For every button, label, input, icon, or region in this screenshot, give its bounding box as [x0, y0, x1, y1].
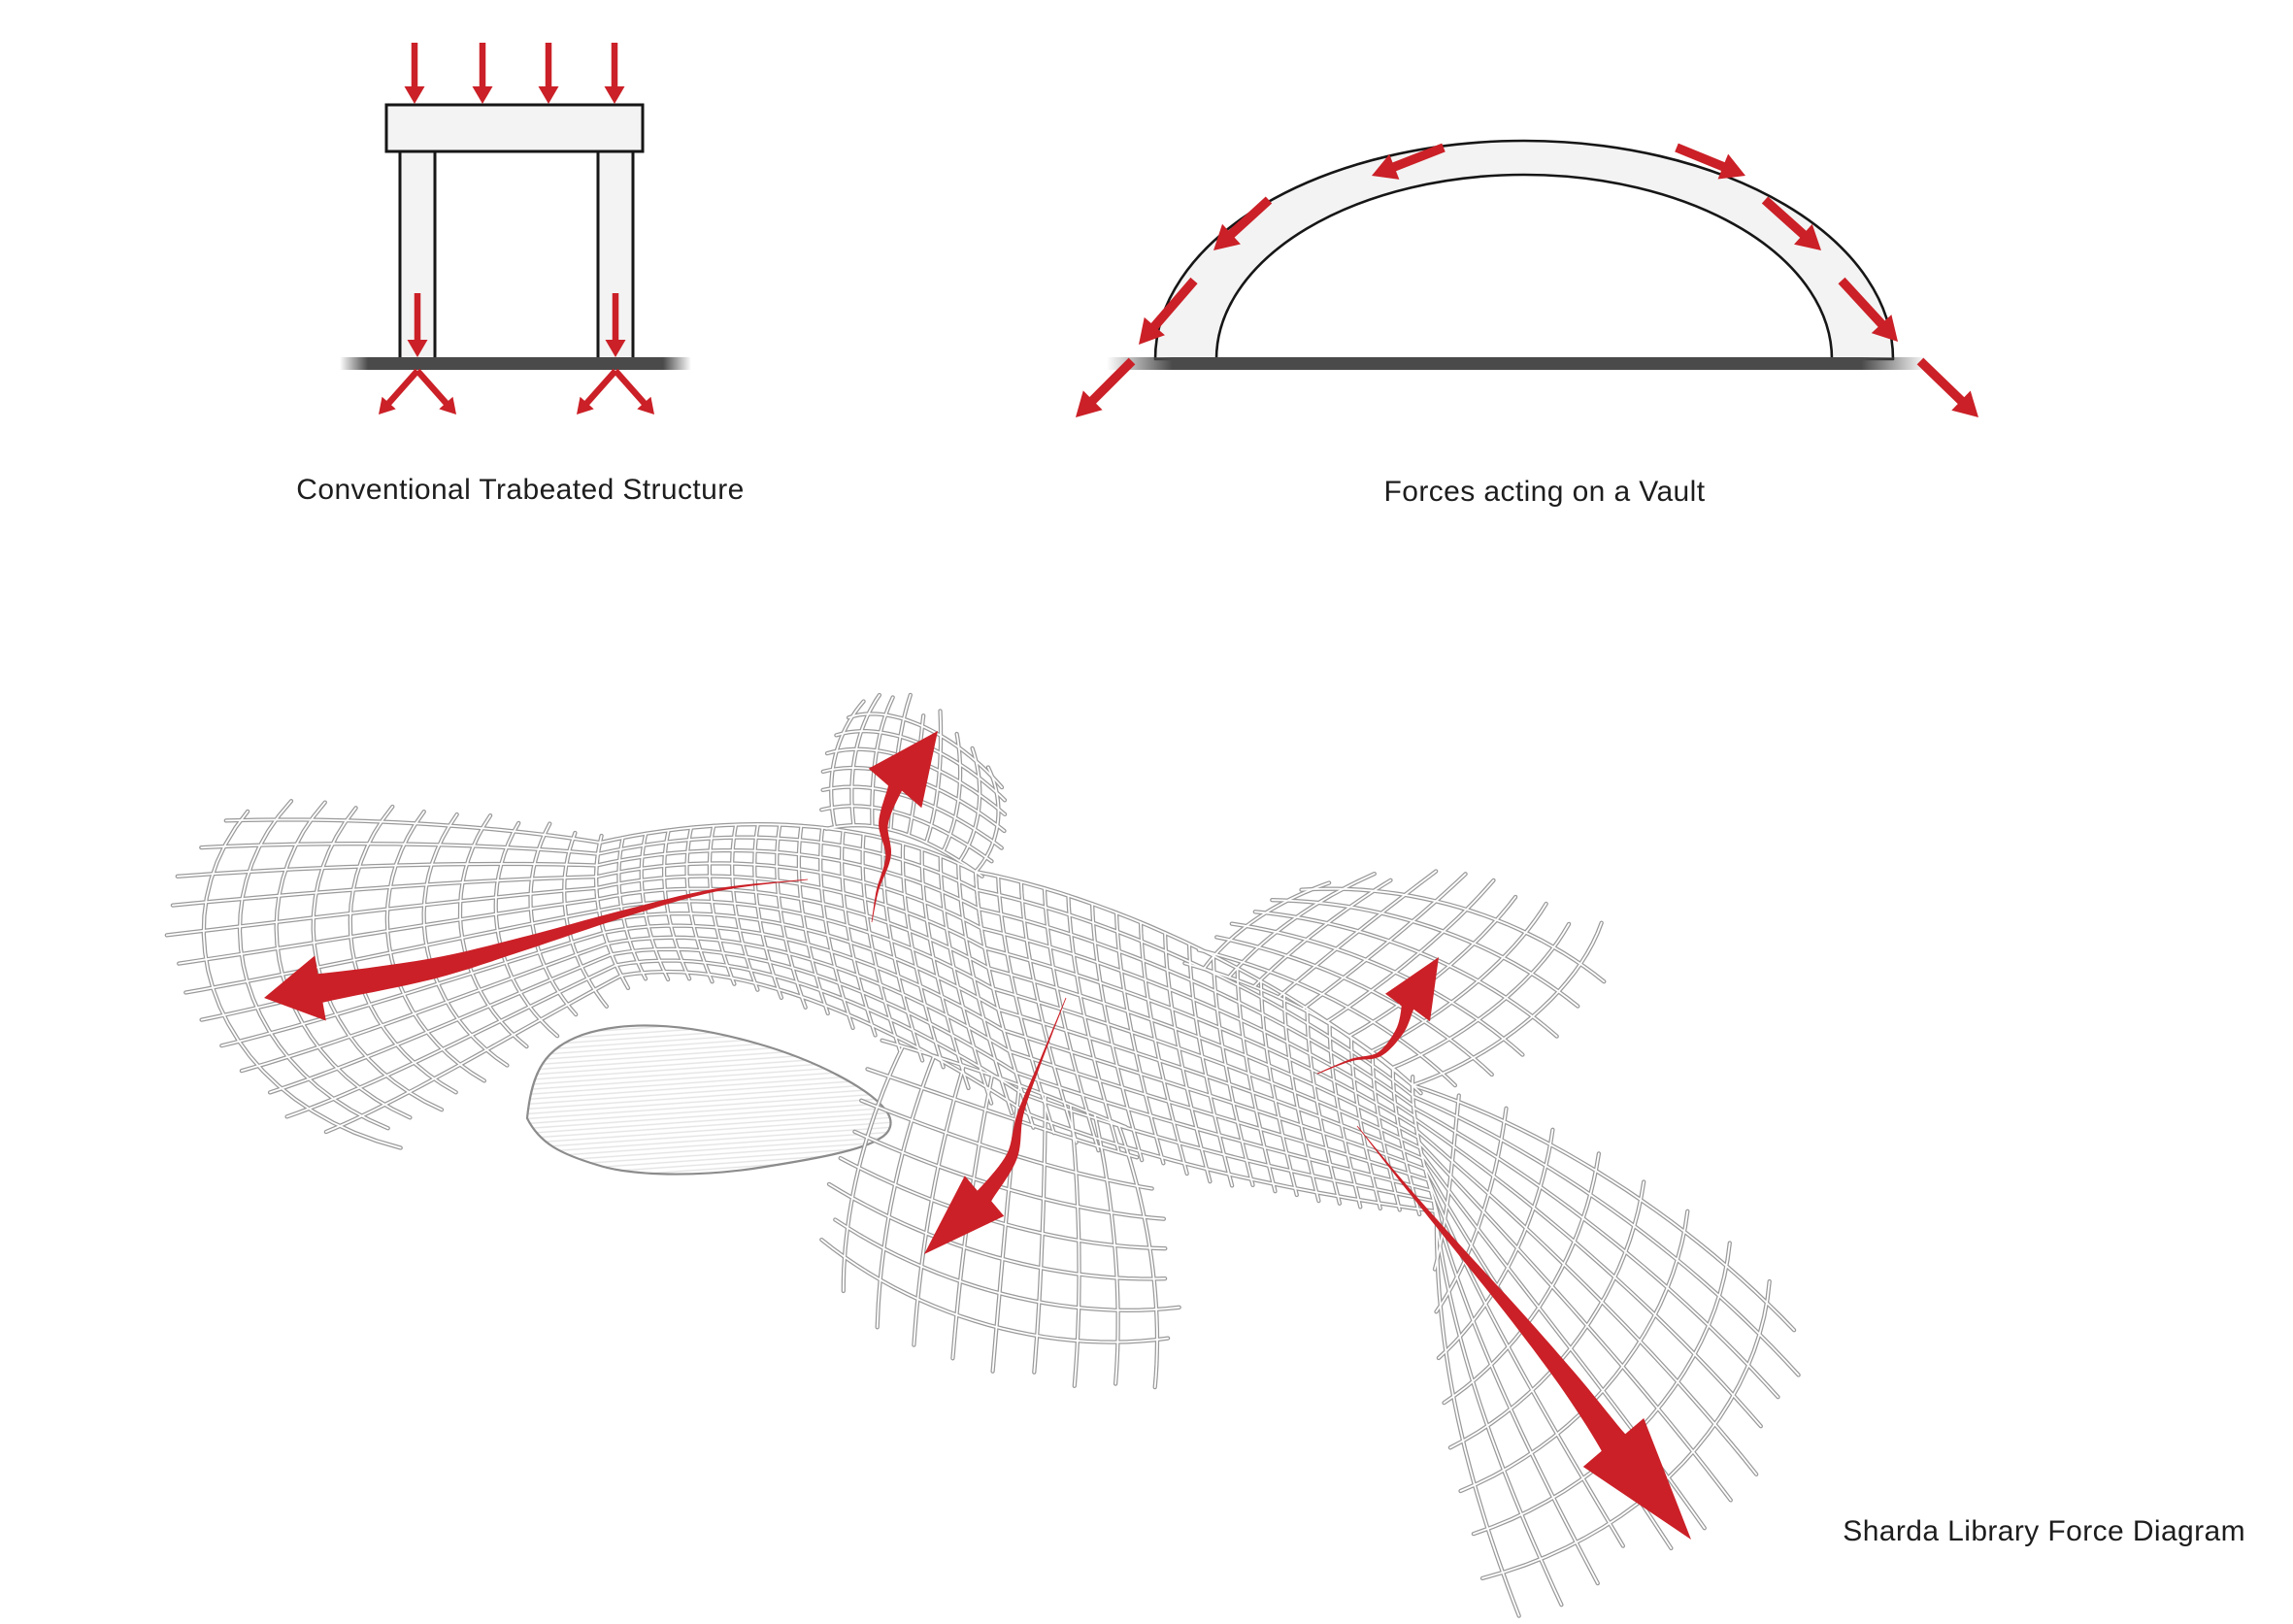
reaction-arrow	[613, 368, 654, 414]
thrust-arrow	[1916, 357, 1978, 417]
flow-arrow-down-left	[924, 997, 1067, 1254]
vault-arch	[1153, 139, 1895, 361]
caption-force-diagram: Sharda Library Force Diagram	[1843, 1515, 2245, 1547]
mesh-strand	[975, 887, 1415, 1098]
load-arrow	[604, 43, 625, 104]
reaction-arrow	[415, 368, 456, 414]
beam	[384, 103, 645, 153]
thrust-arrow	[1761, 196, 1821, 250]
reaction-arrow	[379, 368, 420, 414]
gridshell-mesh	[164, 692, 1801, 1618]
load-arrow	[538, 43, 559, 104]
flow-arrow-down-right	[1356, 1125, 1691, 1540]
caption-trabeated: Conventional Trabeated Structure	[296, 474, 745, 506]
ground-line	[340, 357, 691, 370]
gridshell-force-diagram	[164, 692, 1801, 1618]
mesh-strand	[875, 1053, 937, 1330]
thrust-arrow	[1139, 277, 1198, 345]
reaction-arrow	[577, 368, 618, 414]
column-force-arrow	[605, 293, 626, 357]
flow-arrow-up-right	[1316, 957, 1439, 1075]
flow-arrow-up	[868, 731, 938, 923]
thrust-arrow	[1838, 277, 1898, 342]
thrust-arrow	[1213, 196, 1273, 250]
load-arrow	[404, 43, 425, 104]
column-force-arrow	[407, 293, 428, 357]
vault-forces-diagram	[1076, 139, 1978, 417]
trabeated-structure-diagram	[340, 43, 691, 414]
force-flow-arrows	[264, 731, 1691, 1540]
caption-vault: Forces acting on a Vault	[1383, 476, 1706, 508]
ground-line	[1107, 357, 1927, 370]
thrust-arrow	[1372, 143, 1446, 180]
ground-blob	[525, 1024, 892, 1176]
thrust-arrow	[1675, 143, 1745, 180]
flow-arrow-left	[264, 878, 808, 1021]
load-arrow	[472, 43, 493, 104]
thrust-arrow	[1076, 357, 1136, 417]
mesh-strand	[1300, 872, 1468, 1011]
